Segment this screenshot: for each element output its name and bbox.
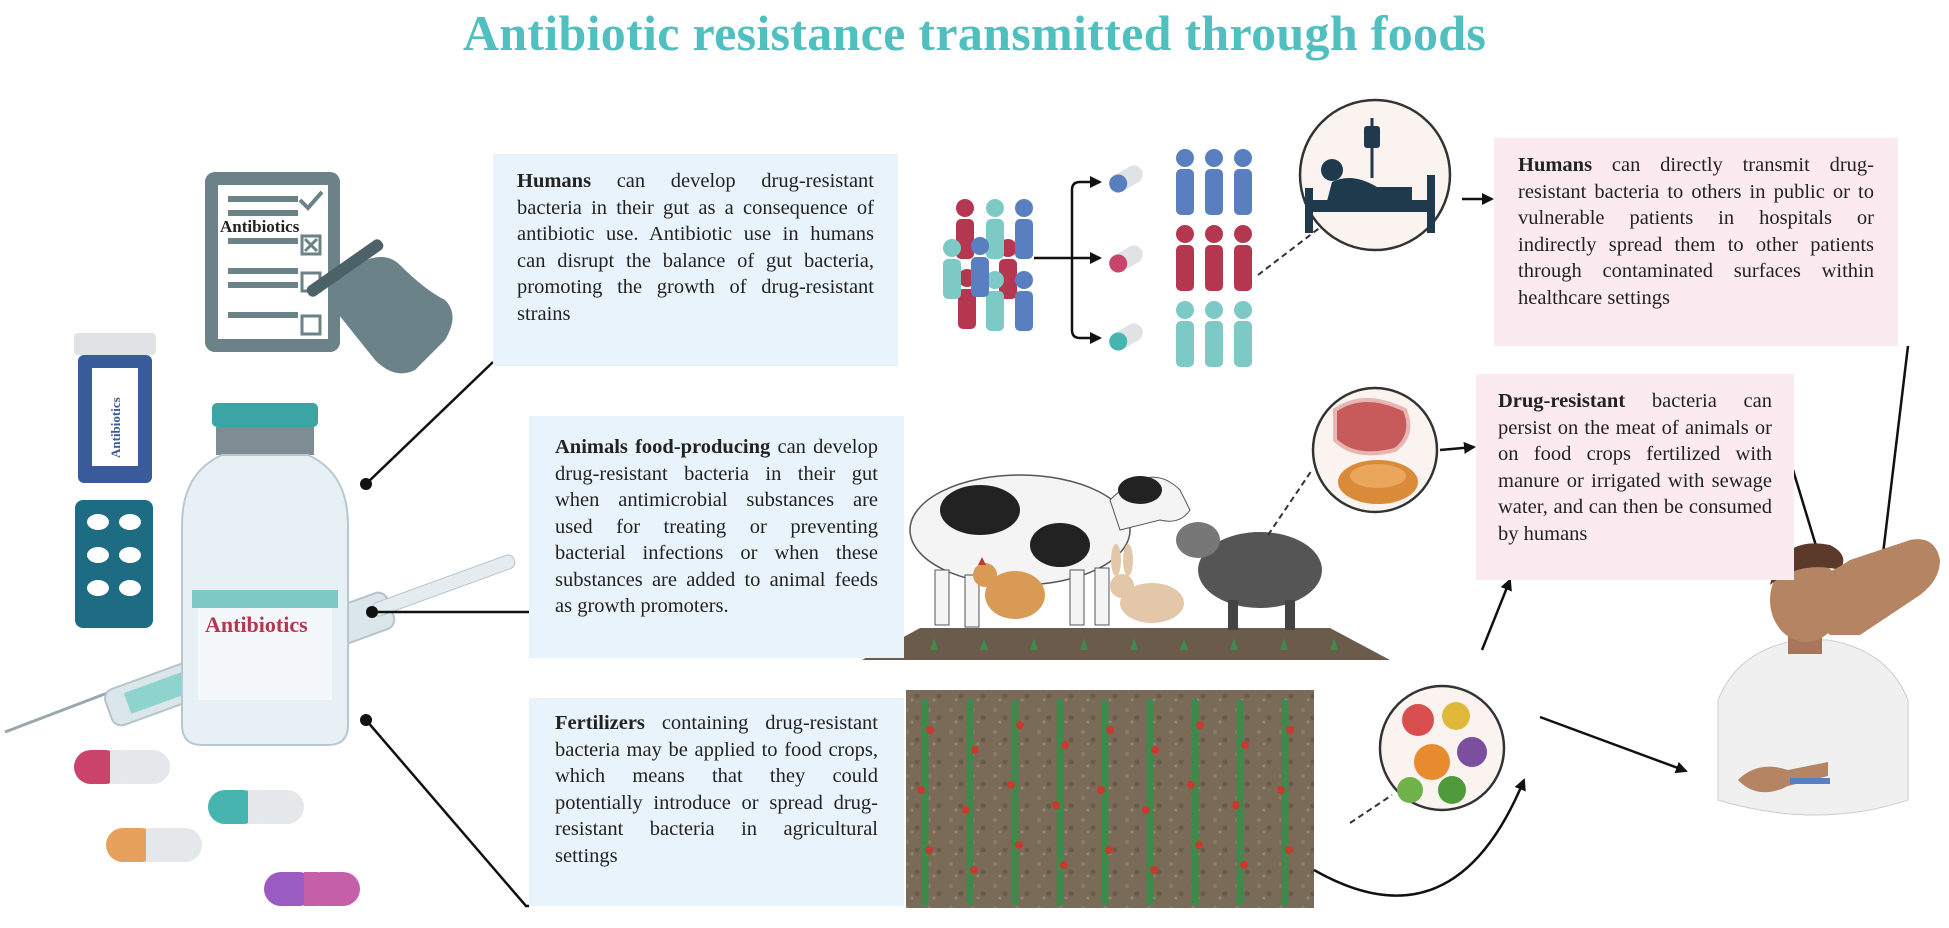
pill-bottle-icon: Antibiotics	[74, 333, 156, 483]
checklist-icon: Antibiotics	[205, 172, 453, 374]
animals-text: can develop drug-resistant bacteria in t…	[555, 436, 878, 617]
fertilizers-text: containing drug-resistant bacteria may b…	[555, 712, 878, 867]
flow-arrows-right	[1313, 345, 1910, 897]
humans-transmit-text: can directly transmit drug-resistant bac…	[1518, 154, 1874, 309]
drug-resistant-text: bacteria can persist on the meat of anim…	[1498, 390, 1772, 545]
connector-dots	[360, 478, 378, 726]
farm-animals-icon	[862, 474, 1390, 660]
animals-box: Animals food-producing can develop drug-…	[529, 416, 904, 658]
animals-bold: Animals food-producing	[555, 436, 771, 458]
humans-gut-text: can develop drug-resistant bacteria in t…	[517, 170, 874, 325]
drug-resistant-bold: Drug-resistant	[1498, 390, 1626, 412]
fertilizers-bold: Fertilizers	[555, 712, 645, 734]
humans-transmit-box: Humans can directly transmit drug-resist…	[1494, 138, 1898, 346]
diagram-title: Antibiotic resistance transmitted throug…	[462, 5, 1487, 61]
fertilizers-box: Fertilizers containing drug-resistant ba…	[529, 698, 904, 906]
produce-icon	[1349, 684, 1506, 824]
blister-pack-icon	[75, 500, 153, 628]
capsule-small-icons	[1109, 165, 1143, 351]
people-crowd-icon	[943, 199, 1033, 331]
bottle-label: Antibiotics	[108, 397, 123, 458]
capsules-icon	[74, 750, 360, 906]
arrow-meat-to-box	[1439, 441, 1476, 454]
people-groups-result	[1176, 149, 1252, 367]
humans-gut-box: Humans can develop drug-resistant bacter…	[493, 154, 898, 366]
meat-products-icon	[1267, 386, 1439, 536]
checklist-label: Antibiotics	[220, 217, 300, 236]
humans-transmit-bold: Humans	[1518, 154, 1593, 176]
vial-label: Antibiotics	[205, 612, 308, 637]
humans-gut-bold: Humans	[517, 170, 592, 192]
crop-field-icon	[906, 690, 1314, 908]
vial-icon: Antibiotics	[181, 403, 349, 746]
drug-resistant-box: Drug-resistant bacteria can persist on t…	[1476, 374, 1794, 580]
branch-arrows	[1034, 176, 1102, 344]
connector-lines-left	[365, 361, 529, 908]
hospital-bed-icon	[1257, 98, 1452, 276]
sick-person-icon	[1717, 539, 1940, 816]
